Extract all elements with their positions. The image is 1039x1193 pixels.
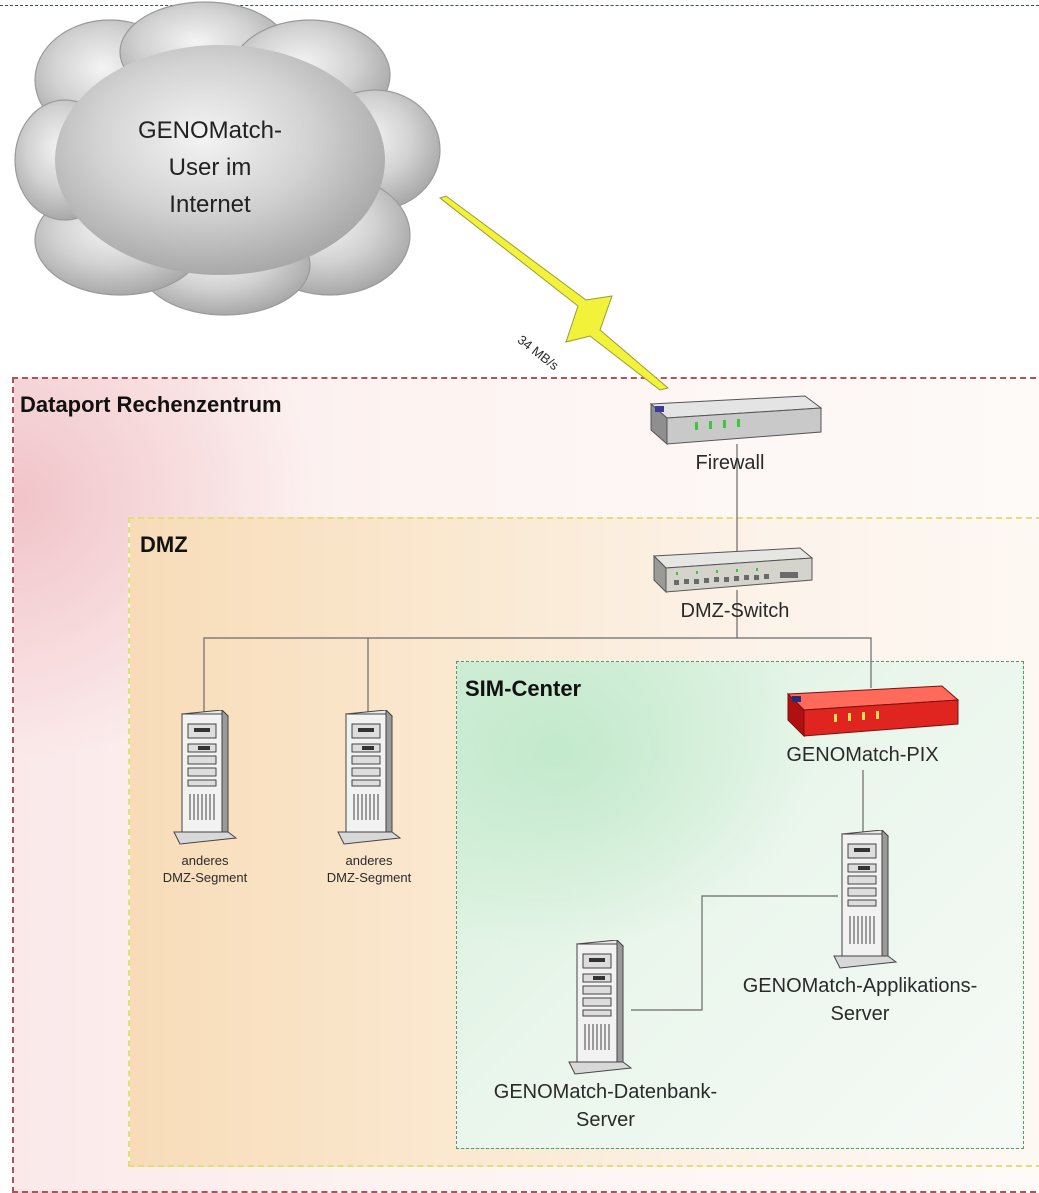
firewall-icon <box>649 395 823 446</box>
segment-2-server-icon <box>337 710 402 845</box>
cloud-label-line-2: User im <box>168 154 252 181</box>
internet-cloud-icon <box>14 1 441 316</box>
cloud-label-line-3: Internet <box>169 191 251 218</box>
segment-1-server-icon <box>173 710 238 845</box>
firewall-label: Firewall <box>695 452 765 474</box>
app-server-label-line-1: GENOMatch-Applikations- <box>742 975 978 997</box>
cloud-label-line-1: GENOMatch- <box>137 117 283 144</box>
db-server-label-line-1: GENOMatch-Datenbank- <box>493 1081 718 1103</box>
genomatch-pix-icon <box>786 685 960 738</box>
segment-2-label: anderes DMZ-Segment <box>314 852 424 886</box>
dmz-switch-icon <box>652 547 814 594</box>
segment-1-label: anderes DMZ-Segment <box>150 852 260 886</box>
segment-2-label-line-2: DMZ-Segment <box>326 870 412 885</box>
segment-1-label-line-2: DMZ-Segment <box>162 870 248 885</box>
app-server-label-line-2: Server <box>830 1003 890 1025</box>
top-border-line <box>0 5 1039 6</box>
dataport-zone-label: Dataport Rechenzentrum <box>20 392 282 417</box>
dmz-zone-label: DMZ <box>140 532 188 557</box>
db-server-label-line-2: Server <box>576 1109 635 1131</box>
db-server-label: GENOMatch-Datenbank- Server <box>458 1078 753 1134</box>
dmz-switch-label: DMZ-Switch <box>680 600 790 622</box>
sim-center-zone <box>456 661 1024 1149</box>
app-db-link <box>631 895 838 1011</box>
segment-1-label-line-1: anderes <box>181 853 229 868</box>
dmz-bus-line <box>203 637 872 712</box>
app-server-icon <box>833 830 898 969</box>
sim-center-zone-label: SIM-Center <box>465 676 582 701</box>
db-server-icon <box>568 940 633 1075</box>
segment-2-label-line-1: anderes <box>345 853 393 868</box>
genomatch-pix-label: GENOMatch-PIX <box>786 744 939 766</box>
cloud-label: GENOMatch- User im Internet <box>130 112 290 223</box>
lightning-link-icon <box>438 195 670 391</box>
app-server-label: GENOMatch-Applikations- Server <box>705 972 1015 1028</box>
